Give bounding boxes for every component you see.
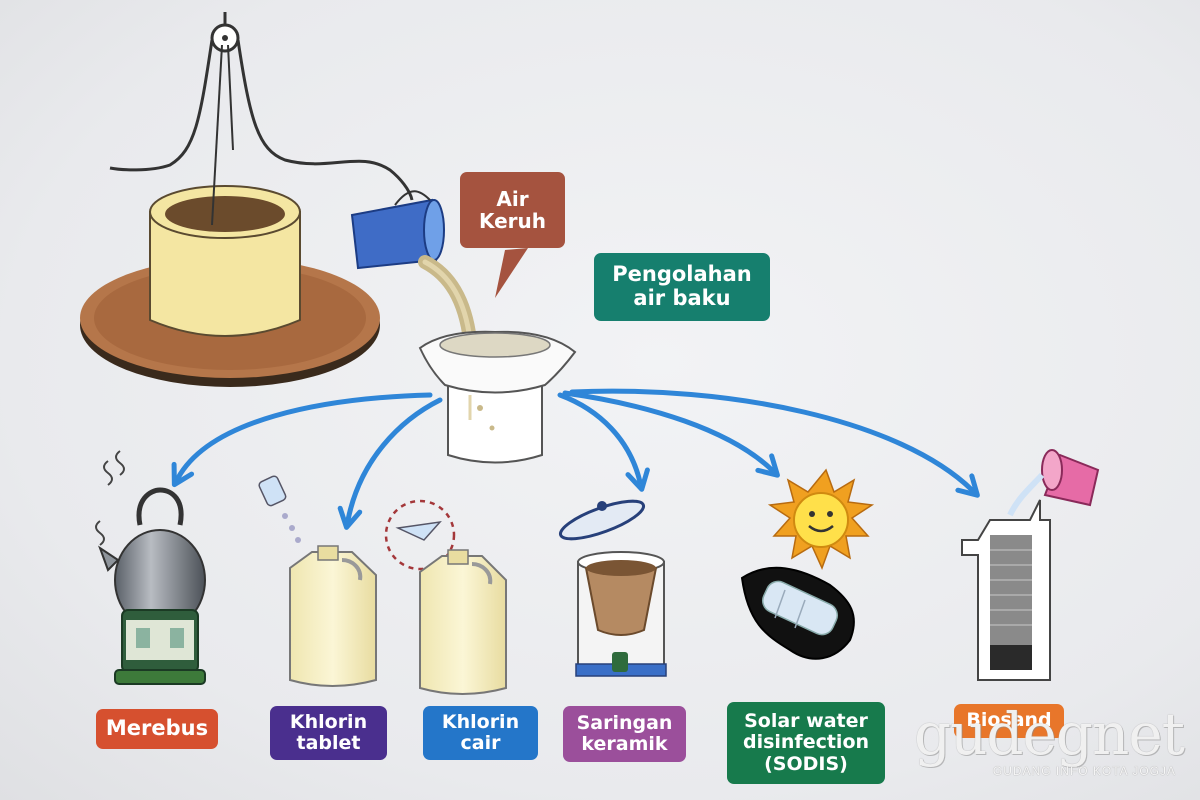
label-khlorin-cair-line1: Khlorin bbox=[441, 710, 520, 733]
label-khlorin-cair-line2: cair bbox=[460, 732, 501, 754]
label-khlorin-tablet-line2: tablet bbox=[296, 732, 361, 754]
label-merebus: Merebus bbox=[96, 709, 218, 749]
well-illustration bbox=[80, 12, 477, 387]
chlorine-tablet-jug-icon bbox=[258, 475, 377, 687]
arrow-merebus bbox=[171, 392, 433, 488]
label-khlorin-tablet-line1: Khlorin bbox=[289, 710, 368, 733]
bubble-line1: Air bbox=[496, 186, 529, 211]
flow-arrows bbox=[171, 388, 980, 530]
bubble-air-keruh: Air Keruh bbox=[460, 172, 565, 248]
watermark-brand: gudegnet bbox=[913, 700, 1185, 768]
header-line2: air baku bbox=[633, 286, 731, 310]
label-biosand-text: Biosand bbox=[966, 709, 1052, 732]
bucket-icon bbox=[350, 190, 445, 270]
watermark-tagline: GUDANG INFO KOTA JOGJA bbox=[992, 764, 1176, 778]
header-line1: Pengolahan bbox=[612, 262, 752, 287]
label-biosand: Biosand bbox=[954, 704, 1064, 738]
bubble-tail bbox=[495, 248, 528, 298]
sun-icon bbox=[767, 468, 875, 570]
chlorine-liquid-jug-icon bbox=[384, 499, 507, 695]
arrow-sodis bbox=[562, 390, 780, 478]
label-saringan-keramik-line1: Saringan bbox=[576, 711, 673, 734]
label-khlorin-cair: Khlorin cair bbox=[423, 706, 538, 760]
kettle-stove-icon bbox=[95, 450, 206, 685]
arrow-biosand bbox=[569, 388, 980, 498]
bubble-line2: Keruh bbox=[478, 209, 547, 233]
arrow-khlorin-tablet bbox=[337, 397, 443, 530]
sodis-bottle-icon bbox=[740, 566, 855, 660]
label-khlorin-tablet: Khlorin tablet bbox=[270, 706, 387, 760]
label-sodis: Solar water disinfection (SODIS) bbox=[727, 702, 885, 784]
label-saringan-keramik-line2: keramik bbox=[581, 733, 668, 755]
label-sodis-line1: Solar water bbox=[744, 710, 868, 733]
label-merebus-text: Merebus bbox=[105, 716, 209, 741]
watermark: gudegnet GUDANG INFO KOTA JOGJA bbox=[894, 700, 1185, 790]
label-saringan-keramik: Saringan keramik bbox=[563, 706, 686, 762]
beaker-filter-icon bbox=[418, 330, 577, 464]
header-pengolahan-air-baku: Pengolahan air baku bbox=[594, 253, 770, 321]
ceramic-filter-icon bbox=[558, 499, 667, 677]
arrow-saringan-keramik bbox=[557, 392, 650, 492]
biosand-filter-icon bbox=[961, 449, 1100, 681]
label-sodis-line3: (SODIS) bbox=[764, 752, 848, 775]
label-sodis-line2: disinfection bbox=[742, 731, 870, 754]
